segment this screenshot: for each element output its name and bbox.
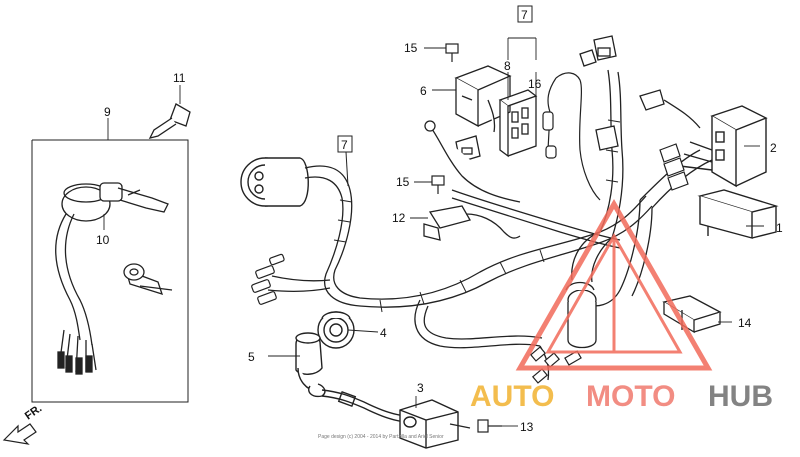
grommet[interactable] (317, 311, 355, 349)
watermark-hub: HUB (708, 380, 773, 413)
regulator-rectifier[interactable] (454, 65, 512, 133)
part-label-10[interactable]: 10 (96, 233, 110, 247)
part-label-11[interactable]: 11 (173, 71, 186, 85)
bolt-top[interactable] (445, 43, 459, 62)
part-label-8[interactable]: 8 (504, 59, 511, 73)
ref-box-7-left (337, 135, 353, 153)
bolt-middle[interactable] (431, 175, 445, 194)
bottom-harness-connectors[interactable] (529, 346, 582, 384)
leader-lines (103, 37, 764, 427)
relay-connector[interactable] (424, 120, 521, 203)
part-label-16[interactable]: 16 (528, 77, 542, 91)
part-label-7-top[interactable]: 7 (521, 8, 528, 22)
small-module[interactable] (697, 189, 779, 239)
spark-plug-cap[interactable] (295, 332, 326, 398)
bullet-terminals-left[interactable] (251, 253, 285, 305)
part-label-2[interactable]: 2 (770, 141, 777, 155)
part-label-15-top[interactable]: 15 (404, 41, 418, 55)
part-label-4[interactable]: 4 (380, 326, 387, 340)
watermark-auto: AUTO (470, 380, 554, 413)
watermark-moto: MOTO (586, 380, 675, 413)
front-direction-label: FR. (23, 402, 44, 422)
part-label-6[interactable]: 6 (420, 84, 427, 98)
part-label-12[interactable]: 12 (392, 211, 406, 225)
main-connector[interactable] (240, 157, 309, 207)
ref-box-7-top (517, 5, 533, 23)
harness-connectors-right[interactable] (659, 143, 689, 191)
copyright-text: Page design (c) 2004 - 2014 by Partzilla… (318, 434, 444, 440)
part-label-3[interactable]: 3 (417, 381, 424, 395)
harness-wrap-marks (333, 119, 621, 313)
cdi-module[interactable] (679, 105, 768, 188)
part-label-15-middle[interactable]: 15 (396, 175, 410, 189)
bolt-bottom[interactable] (477, 419, 502, 433)
ignition-coil-bottom[interactable] (399, 399, 471, 449)
cdi-unit-block[interactable] (498, 89, 538, 158)
front-direction-arrow-icon: FR. (2, 402, 44, 445)
harness-label-7-leader (345, 151, 349, 187)
part-label-14[interactable]: 14 (738, 316, 752, 330)
part-label-9[interactable]: 9 (104, 105, 111, 119)
ignition-kit-outline (31, 139, 189, 403)
lock-cylinder[interactable] (123, 263, 173, 295)
part-label-13[interactable]: 13 (520, 420, 534, 434)
part-label-5[interactable]: 5 (248, 350, 255, 364)
high-tension-lead (321, 389, 411, 423)
watermark-triangle-icon (515, 198, 713, 371)
part-label-1[interactable]: 1 (776, 221, 783, 235)
relay-unit[interactable] (423, 205, 521, 241)
watermark-logo: AUTO MOTO HUB (470, 198, 773, 413)
fuse-holder[interactable] (542, 72, 601, 201)
ignition-switch[interactable] (55, 182, 169, 375)
key[interactable] (148, 103, 191, 139)
top-connector-cluster[interactable] (579, 35, 701, 151)
part-label-7-left[interactable]: 7 (341, 138, 348, 152)
